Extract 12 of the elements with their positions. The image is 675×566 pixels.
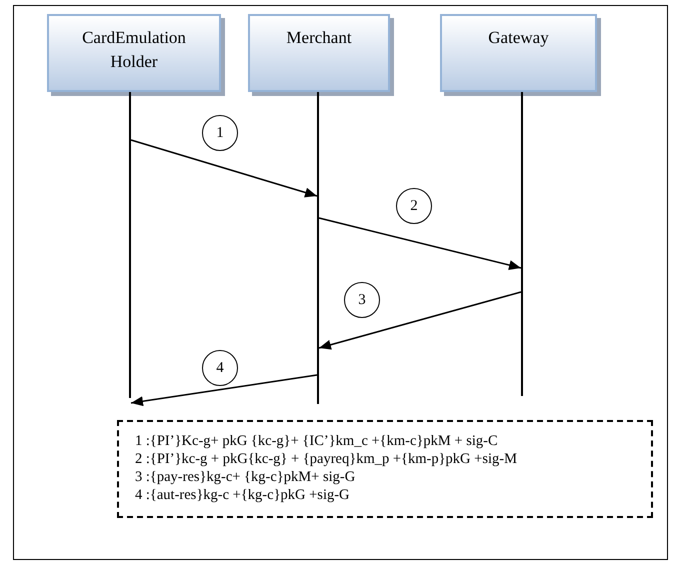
lifeline <box>129 92 131 398</box>
message-formula: 1 :{PI’}Kc-g+ pkG {kc-g}+ {IC’}km_c +{km-c}pkM + sig-C <box>135 432 499 450</box>
message-arrow <box>130 374 318 406</box>
message-arrow <box>318 217 522 270</box>
message-formula: 4 :{aut-res}kg-c +{kg-c}pkG +sig-G <box>135 486 351 504</box>
lifeline <box>317 92 319 404</box>
message-formula: 3 :{pay-res}kg-c+ {kg-c}pkM+ sig-G <box>135 468 356 486</box>
message-arrow <box>318 291 522 350</box>
lifeline <box>521 92 523 396</box>
message-arrow <box>130 139 318 198</box>
message-legend-box <box>117 420 653 518</box>
message-formula: 2 :{PI’}kc-g + pkG{kc-g} + {payreq}km_p +{km-p}pkG +sig-M <box>135 450 518 468</box>
